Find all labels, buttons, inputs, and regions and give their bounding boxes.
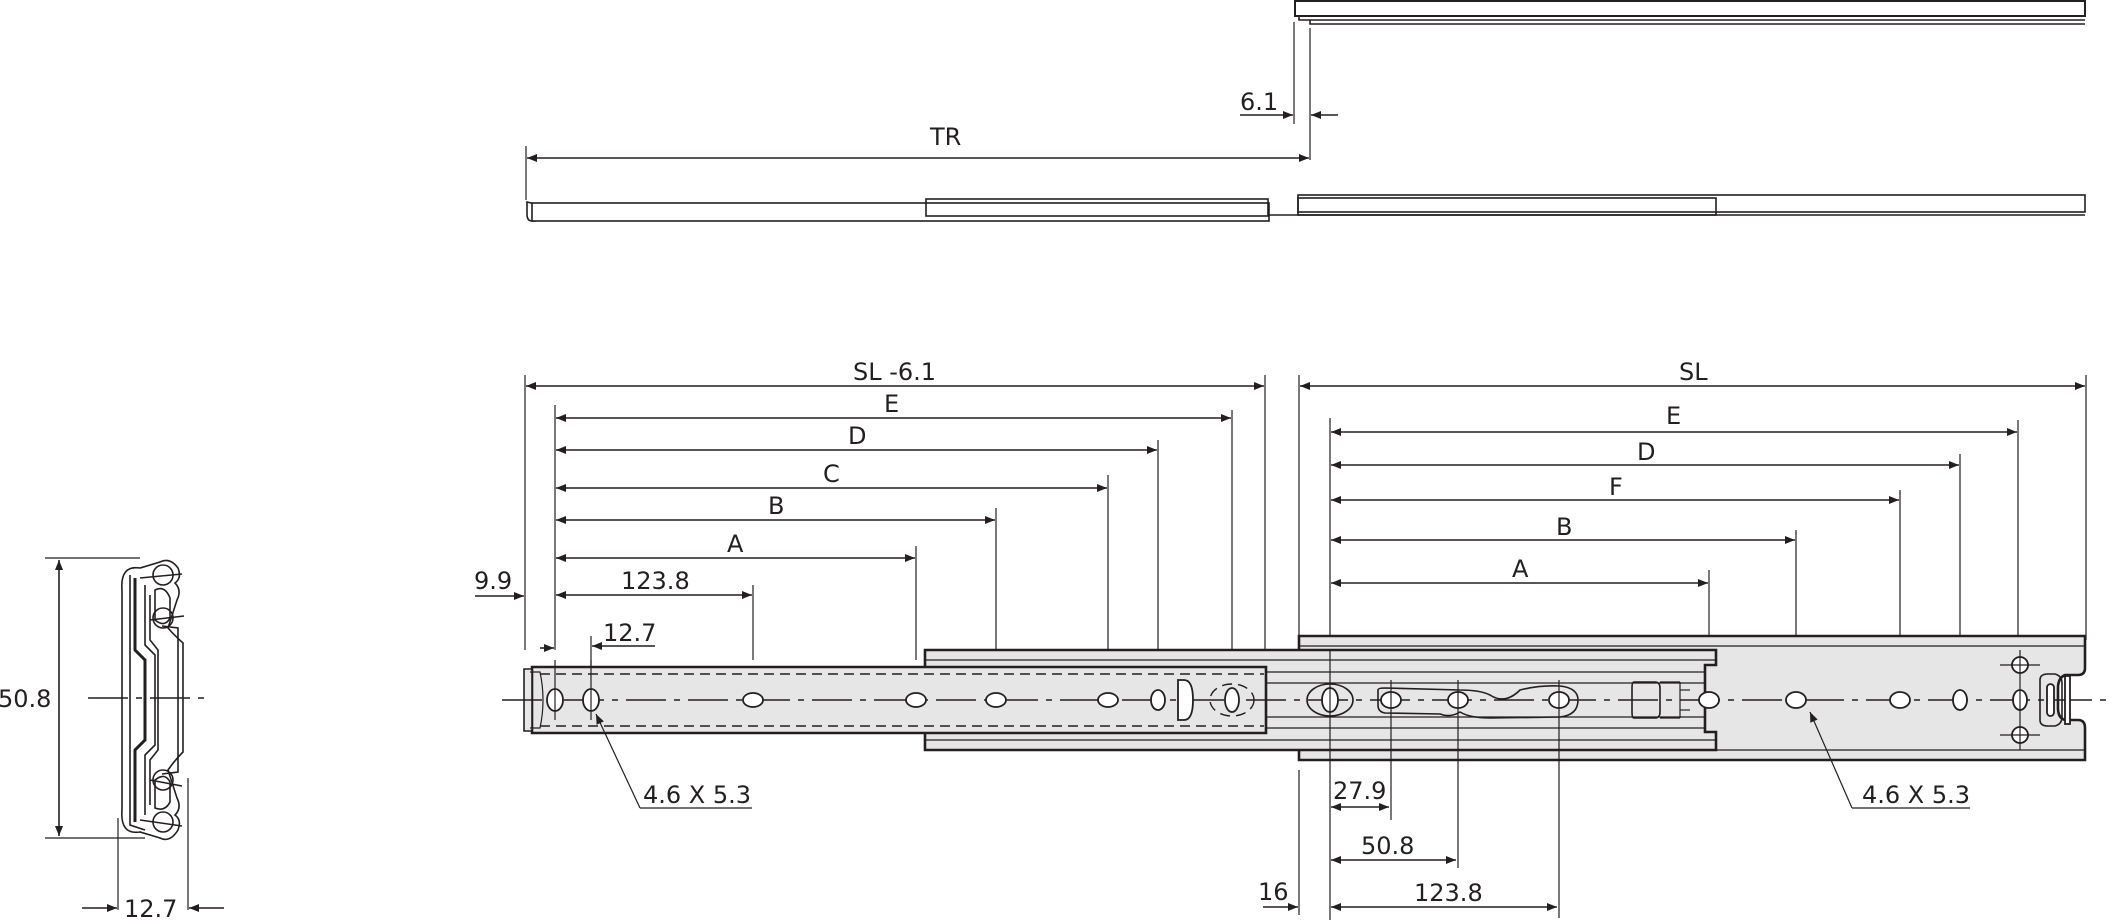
slide-profile [117,559,189,910]
drawer-pitch-label: 12.7 [603,619,656,647]
extended-inner-rail [1294,0,2086,17]
offset-dimension-label: 6.1 [1240,88,1278,116]
rear-bracket-tab [2039,673,2063,727]
cabinet-hole-callout: 4.6 X 5.3 [1862,781,1970,809]
drawer-dim-e: E [884,390,899,418]
drawer-hole-callout: 4.6 X 5.3 [643,781,751,809]
access-hole [1224,687,1240,713]
drawer-overall-label: SL -6.1 [853,358,936,386]
mounting-hole [1785,691,1807,709]
drawer-dim-d: D [848,422,866,450]
cabinet-dim-f: F [1609,473,1623,501]
mounting-hole [1150,689,1166,711]
drawer-member-dimensions: SL -6.1 E D C B A 123.8 9.9 12.7 [474,358,1266,720]
cross-section-view: 50.8 12.7 [0,557,224,920]
cabinet-bottom-dim-2: 50.8 [1361,832,1414,860]
top-view: 6.1 TR [525,0,2086,222]
cabinet-overall-label: SL [1679,358,1708,386]
drawer-dim-c: C [823,460,840,488]
cabinet-dim-e: E [1666,402,1681,430]
cabinet-bottom-dim-1: 27.9 [1333,777,1386,805]
cabinet-dim-a: A [1512,555,1529,583]
drawer-dim-a: A [727,530,744,558]
drawer-front-offset-label: 9.9 [474,567,512,595]
mounting-hole [1889,691,1911,709]
mounting-hole [1952,689,1968,711]
cross-section-width-label: 12.7 [124,895,177,920]
drawer-dim-b: B [768,492,784,520]
collapsed-drawer-member [531,202,1270,222]
ball-retainer-cage [1377,685,1579,719]
cabinet-bottom-dimensions: 16 27.9 50.8 123.8 [1258,777,1557,911]
disconnect-lever-slot [1177,679,1194,721]
cabinet-front-offset-label: 16 [1258,878,1289,906]
mounting-hole [742,692,764,708]
side-view-rail-assembly: 4.6 X 5.3 4.6 X 5.3 [502,634,2112,920]
mounting-hole [1698,691,1720,709]
drawer-first-hole-label: 123.8 [621,567,690,595]
intermediate-member [925,198,1269,217]
cabinet-dim-b: B [1556,513,1572,541]
mounting-hole [1097,692,1119,708]
travel-label: TR [929,123,961,151]
mounting-hole [985,692,1007,708]
stop-block [1631,681,1661,719]
cabinet-dim-d: D [1637,438,1655,466]
cabinet-member-dimensions: SL E D F B A [1298,358,2087,660]
cross-section-height-label: 50.8 [0,685,51,713]
mounting-hole [905,692,927,708]
cabinet-bottom-dim-3: 123.8 [1414,879,1483,907]
